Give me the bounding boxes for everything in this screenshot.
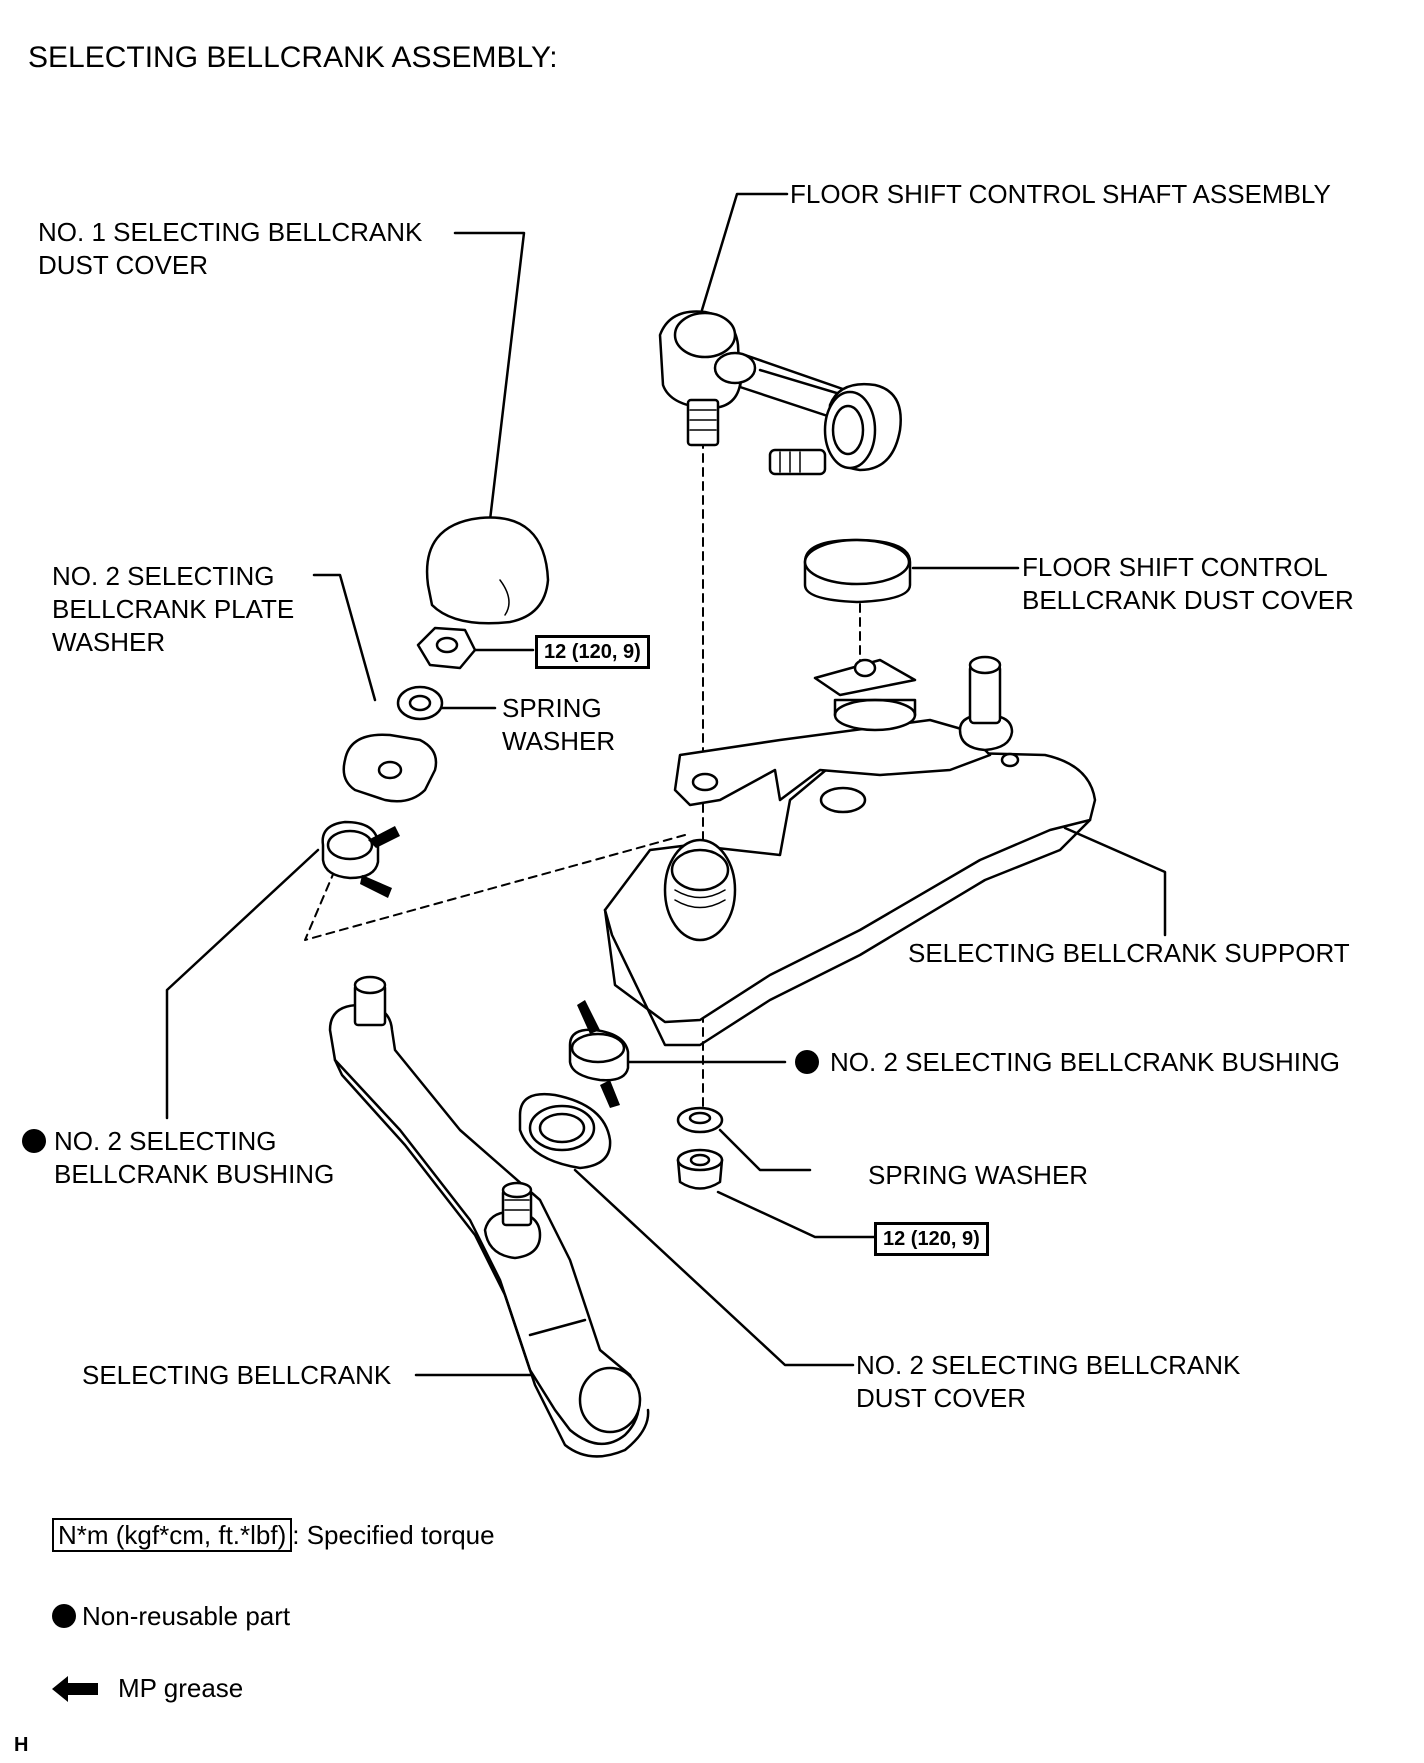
label-line: NO. 2 SELECTING BELLCRANK [856, 1350, 1241, 1380]
non-reusable-dot-right [795, 1050, 819, 1074]
upper-nut-part [416, 626, 477, 670]
label-bellcrank: SELECTING BELLCRANK [82, 1359, 391, 1392]
label-plate-washer: NO. 2 SELECTING BELLCRANK PLATE WASHER [52, 560, 294, 659]
left-bushing-grease-arrows [360, 826, 400, 898]
filled-circle-icon [52, 1604, 76, 1628]
legend-grease: MP grease [52, 1672, 243, 1705]
leader-spring-washer-lower [718, 1128, 812, 1172]
legend-nonreusable-text: Non-reusable part [82, 1601, 291, 1631]
label-no1-dust-cover: NO. 1 SELECTING BELLCRANK DUST COVER [38, 216, 422, 282]
no1-dust-cover-part [425, 516, 550, 625]
label-bellcrank-support: SELECTING BELLCRANK SUPPORT [908, 937, 1350, 970]
axis-bushing-to-support [304, 834, 686, 941]
label-spring-washer-upper: SPRING WASHER [502, 692, 615, 758]
leader-torque-lower [716, 1190, 877, 1239]
label-floor-shift-shaft: FLOOR SHIFT CONTROL SHAFT ASSEMBLY [790, 178, 1331, 211]
label-bushing-left: NO. 2 SELECTING BELLCRANK BUSHING [54, 1125, 334, 1191]
label-floor-shift-dust-cover: FLOOR SHIFT CONTROL BELLCRANK DUST COVER [1022, 551, 1354, 617]
label-spring-washer-lower: SPRING WASHER [868, 1159, 1088, 1192]
torque-spec-upper: 12 (120, 9) [535, 635, 650, 669]
non-reusable-dot-left [22, 1129, 46, 1153]
leader-no2-dust-cover [573, 1168, 855, 1367]
legend-grease-text: MP grease [118, 1673, 244, 1703]
plate-washer-part [342, 733, 438, 803]
label-no2-dust-cover: NO. 2 SELECTING BELLCRANK DUST COVER [856, 1349, 1240, 1415]
label-line: SELECTING BELLCRANK [82, 1360, 392, 1390]
label-line: SPRING [502, 693, 602, 723]
page-title: SELECTING BELLCRANK ASSEMBLY: [28, 41, 558, 74]
lower-nut-part [676, 1148, 724, 1190]
label-line: DUST COVER [38, 250, 208, 280]
legend-markers [22, 1050, 819, 1153]
arrow-left-icon [52, 1676, 98, 1702]
label-line: WASHER [52, 627, 166, 657]
left-bushing-part [321, 820, 380, 880]
leader-bushing-left [165, 848, 320, 1120]
bellcrank-part [328, 975, 650, 1458]
right-bushing-grease-arrows [577, 1000, 620, 1108]
leader-no1-dust-cover [453, 231, 526, 522]
legend-torque-text: : Specified torque [292, 1520, 495, 1550]
label-bushing-right: NO. 2 SELECTING BELLCRANK BUSHING [830, 1046, 1340, 1079]
label-line: FLOOR SHIFT CONTROL SHAFT ASSEMBLY [790, 179, 1331, 209]
figure-code: H [14, 1734, 29, 1756]
legend-nonreusable: Non-reusable part [52, 1600, 290, 1633]
legend-torque-unit: N*m (kgf*cm, ft.*lbf) [52, 1518, 293, 1552]
lower-spring-washer-part [676, 1106, 724, 1134]
label-line: NO. 2 SELECTING [54, 1126, 277, 1156]
upper-spring-washer-part [396, 685, 444, 721]
label-line: FLOOR SHIFT CONTROL [1022, 552, 1328, 582]
floor-shift-shaft-part [658, 310, 902, 476]
legend-torque: N*m (kgf*cm, ft.*lbf): Specified torque [52, 1518, 495, 1552]
label-line: SELECTING BELLCRANK SUPPORT [908, 938, 1350, 968]
label-line: NO. 2 SELECTING BELLCRANK BUSHING [830, 1047, 1341, 1077]
leader-plate-washer [312, 573, 377, 702]
no2-dust-cover-part [518, 1092, 612, 1170]
leader-floor-shift-shaft [700, 192, 789, 312]
right-bushing-part [568, 1028, 630, 1082]
label-line: DUST COVER [856, 1383, 1026, 1413]
label-line: BELLCRANK BUSHING [54, 1159, 335, 1189]
floor-shift-dust-cover-part [803, 538, 912, 604]
label-line: SPRING WASHER [868, 1160, 1089, 1190]
bellcrank-support-part [603, 655, 1097, 1047]
torque-spec-lower: 12 (120, 9) [874, 1222, 989, 1256]
label-line: NO. 1 SELECTING BELLCRANK [38, 217, 423, 247]
label-line: NO. 2 SELECTING [52, 561, 275, 591]
label-line: WASHER [502, 726, 616, 756]
leader-bellcrank-support [1063, 826, 1167, 937]
leader-lines [165, 192, 1167, 1377]
label-line: BELLCRANK PLATE [52, 594, 295, 624]
label-line: BELLCRANK DUST COVER [1022, 585, 1354, 615]
